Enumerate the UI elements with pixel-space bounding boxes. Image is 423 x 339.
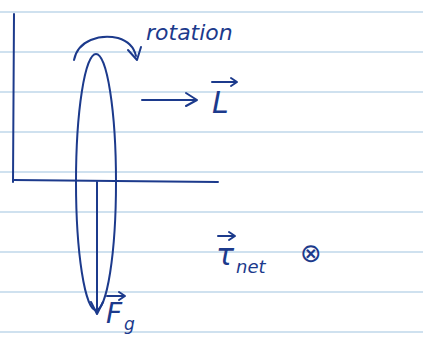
vector-mark bbox=[107, 295, 124, 297]
vector-mark bbox=[218, 235, 234, 237]
subscript: g bbox=[124, 316, 135, 333]
angular-momentum-arrow bbox=[142, 99, 196, 101]
direction-symbol: ⊗ bbox=[300, 240, 322, 266]
rotation-arrowhead bbox=[128, 47, 141, 60]
annotation-text: rotation bbox=[146, 22, 233, 44]
gravity-arrow bbox=[96, 182, 98, 312]
vector-symbol: L bbox=[212, 88, 229, 118]
support-pole bbox=[13, 14, 14, 182]
vector-mark-head bbox=[229, 232, 235, 240]
angular-momentum-arrowhead bbox=[186, 93, 197, 106]
vector-mark-head bbox=[119, 292, 125, 300]
vector-symbol: F bbox=[106, 300, 122, 328]
rotation-arrow bbox=[74, 37, 136, 60]
ruled-lines bbox=[0, 12, 423, 332]
vector-mark bbox=[212, 81, 236, 83]
subscript: net bbox=[236, 258, 266, 276]
gravity-arrowhead bbox=[91, 302, 103, 314]
vector-symbol: τ bbox=[216, 240, 234, 270]
vector-mark-head bbox=[231, 78, 237, 86]
